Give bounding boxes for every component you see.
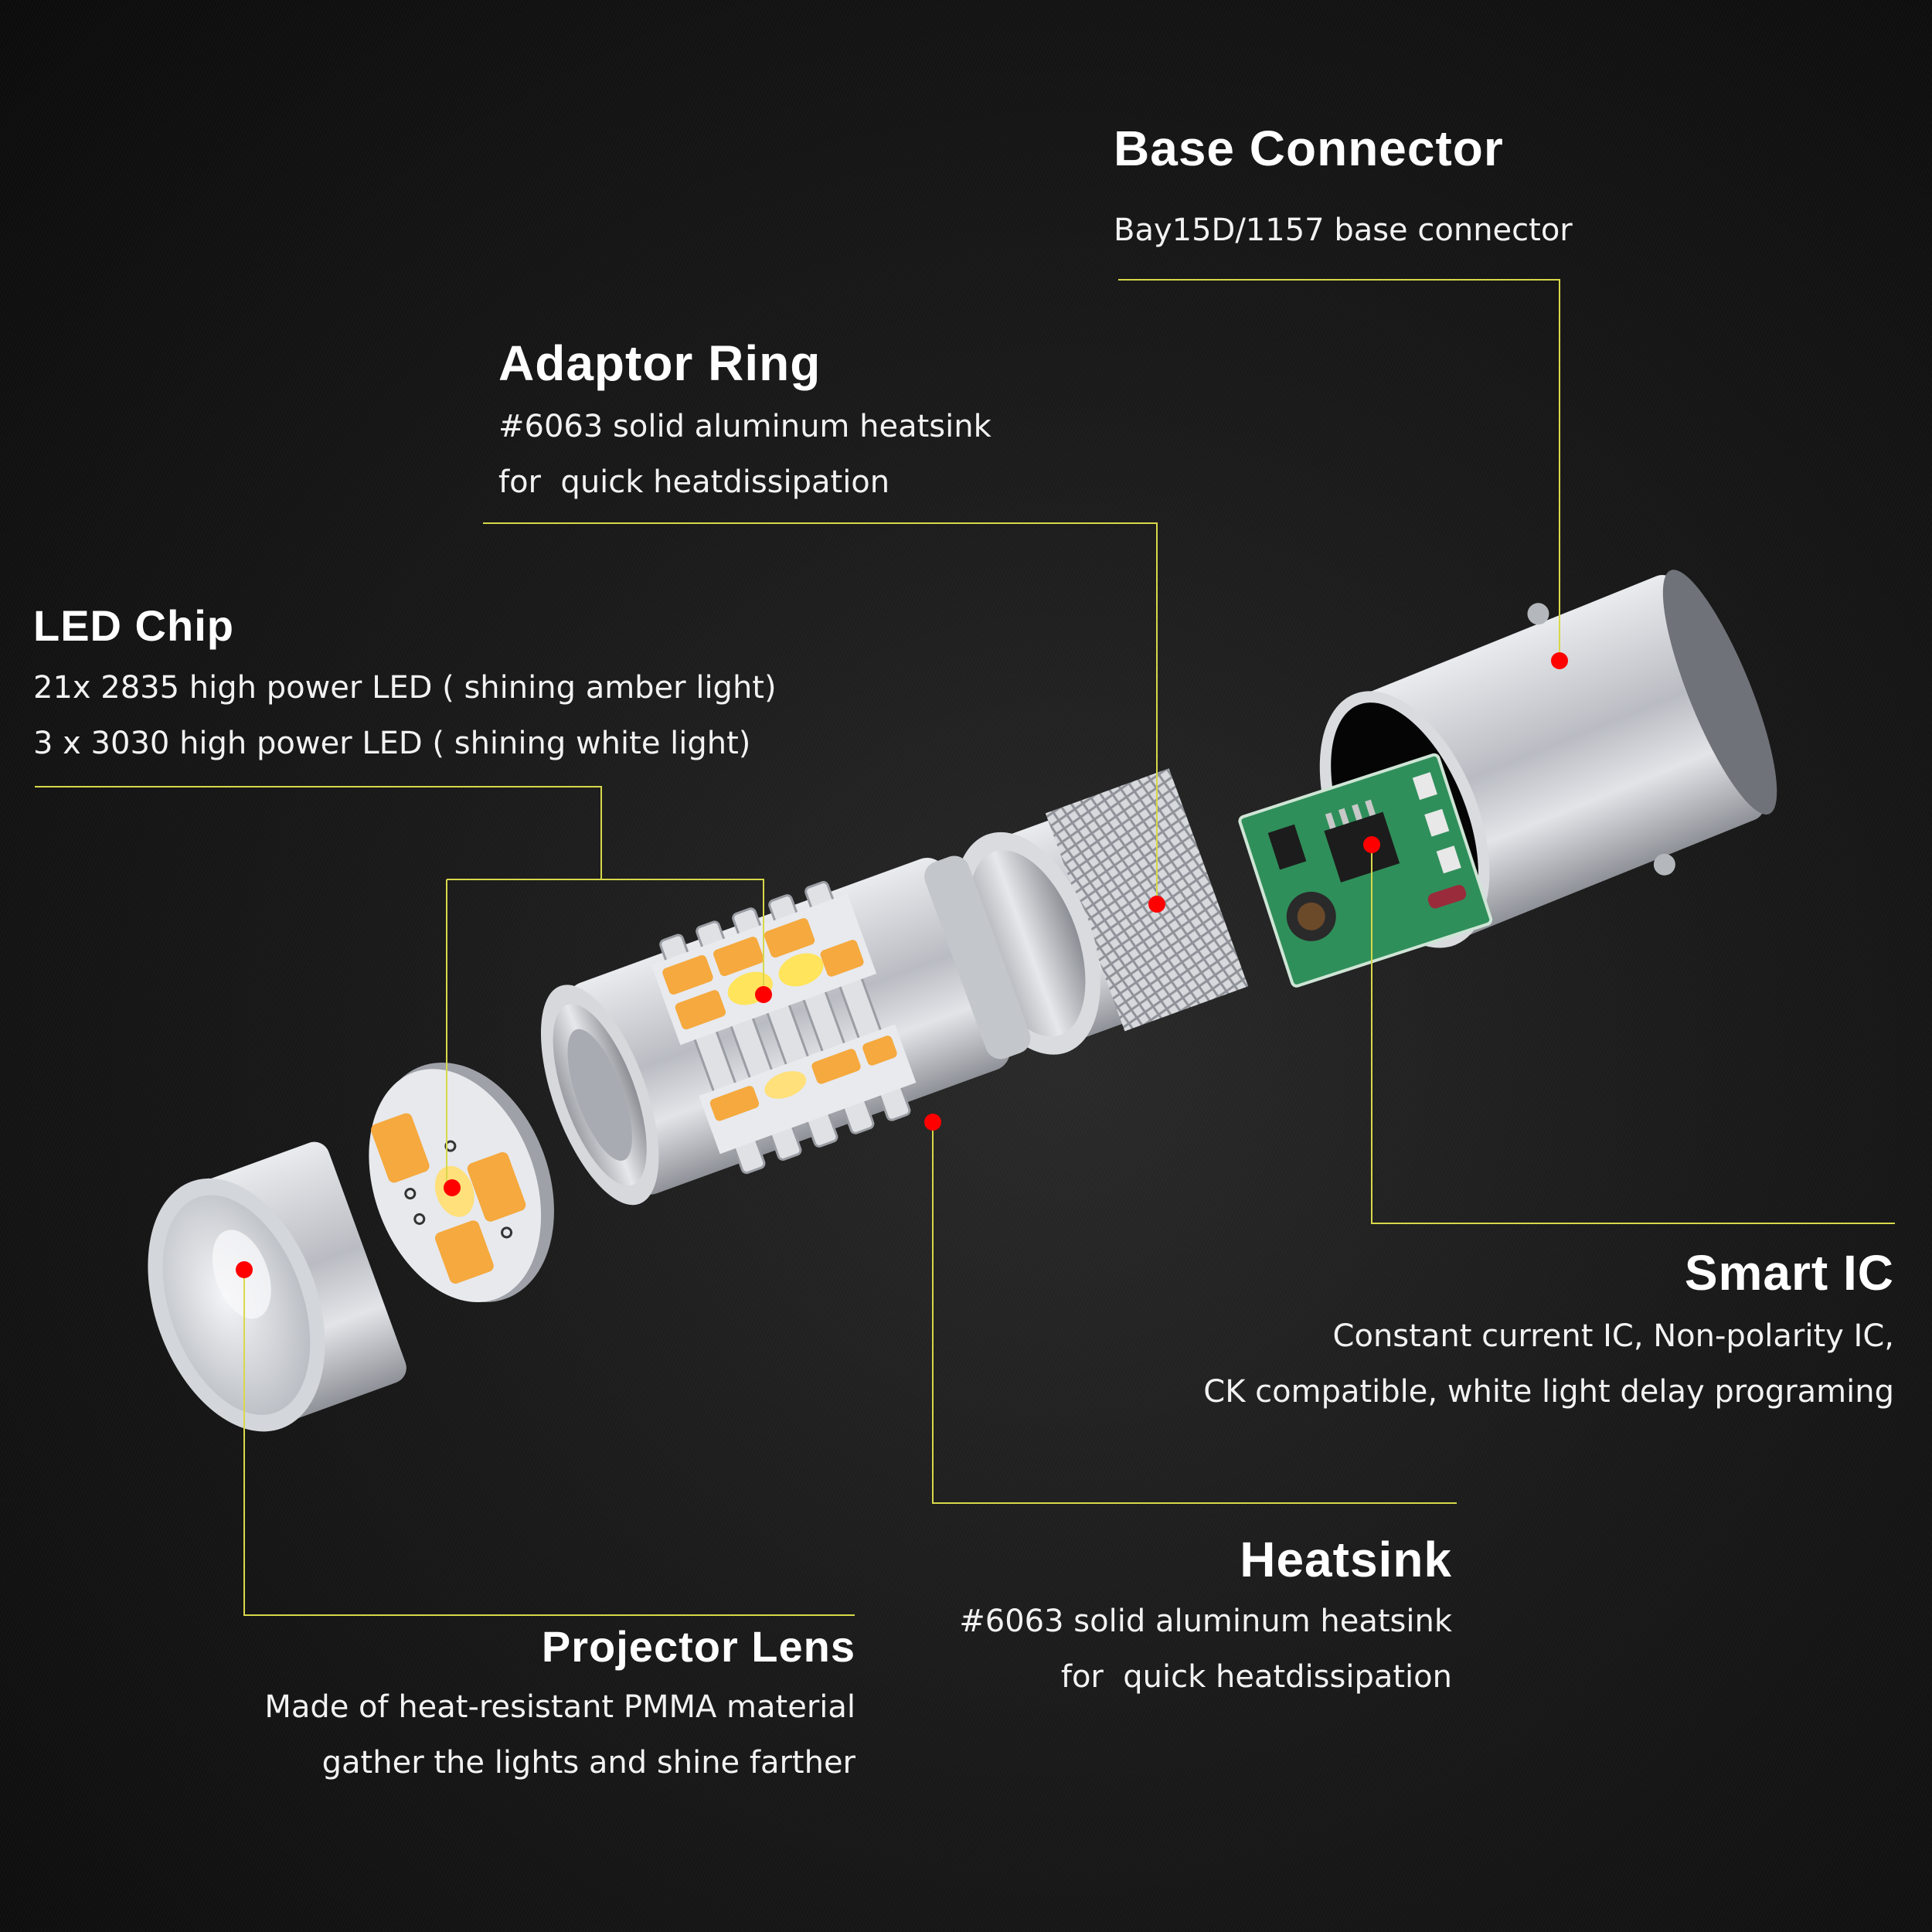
callout-line: Constant current IC, Non-polarity IC, — [1332, 1318, 1894, 1354]
ic-board-part — [1238, 753, 1493, 988]
leader-lines — [35, 279, 1895, 1616]
callout-base-connector: Base Connector Bay15D/1157 base connecto… — [1114, 124, 1573, 258]
callout-line: Made of heat-resistant PMMA material — [264, 1689, 855, 1725]
marker-dot-projector-lens — [236, 1261, 253, 1278]
leader-base-connector — [1118, 279, 1560, 661]
marker-dot-base-connector — [1551, 652, 1568, 669]
callout-title: LED Chip — [33, 601, 234, 650]
callout-line: #6063 solid aluminum heatsink — [959, 1604, 1452, 1639]
leader-smart-ic — [1371, 845, 1895, 1224]
callout-line: for quick heatdissipation — [1060, 1659, 1452, 1695]
projector-lens-part — [148, 1141, 406, 1432]
marker-dot-led-board — [444, 1179, 461, 1196]
marker-dots — [236, 652, 1568, 1278]
callout-line: #6063 solid aluminum heatsink — [498, 409, 992, 444]
callout-title: Base Connector — [1114, 121, 1504, 176]
marker-dot-smart-ic — [1363, 836, 1380, 853]
callout-led-chip: LED Chip 21x 2835 high power LED ( shini… — [33, 604, 777, 771]
leader-led-chip — [35, 786, 602, 879]
marker-dot-heatsink — [924, 1114, 941, 1131]
leader-heatsink — [932, 1122, 1457, 1504]
marker-dot-led-chip — [755, 986, 772, 1003]
callout-heatsink: Heatsink #6063 solid aluminum heatsink f… — [959, 1535, 1452, 1705]
callout-title: Adaptor Ring — [498, 335, 821, 391]
leader-projector-lens — [243, 1270, 855, 1616]
callout-line: 3 x 3030 high power LED ( shining white … — [33, 726, 751, 761]
heatsink-body-part — [540, 855, 1031, 1206]
callout-projector-lens: Projector Lens Made of heat-resistant PM… — [264, 1625, 855, 1791]
adaptor-ring-part — [954, 768, 1249, 1055]
callout-title: Projector Lens — [541, 1622, 855, 1671]
leader-led-chip-branch — [447, 879, 764, 995]
callout-line: Bay15D/1157 base connector — [1114, 213, 1573, 248]
callout-line: 21x 2835 high power LED ( shining amber … — [33, 670, 777, 706]
marker-dot-adaptor-ring — [1148, 896, 1165, 913]
callout-title: Heatsink — [1240, 1532, 1452, 1587]
callout-line: gather the lights and shine farther — [321, 1745, 855, 1781]
callout-line: CK compatible, white light delay program… — [1203, 1374, 1894, 1410]
callout-adaptor-ring: Adaptor Ring #6063 solid aluminum heatsi… — [498, 338, 992, 510]
callout-title: Smart IC — [1684, 1245, 1894, 1301]
leader-adaptor-ring — [483, 522, 1158, 904]
callout-smart-ic: Smart IC Constant current IC, Non-polari… — [1203, 1248, 1894, 1420]
callout-line: for quick heatdissipation — [498, 464, 890, 500]
